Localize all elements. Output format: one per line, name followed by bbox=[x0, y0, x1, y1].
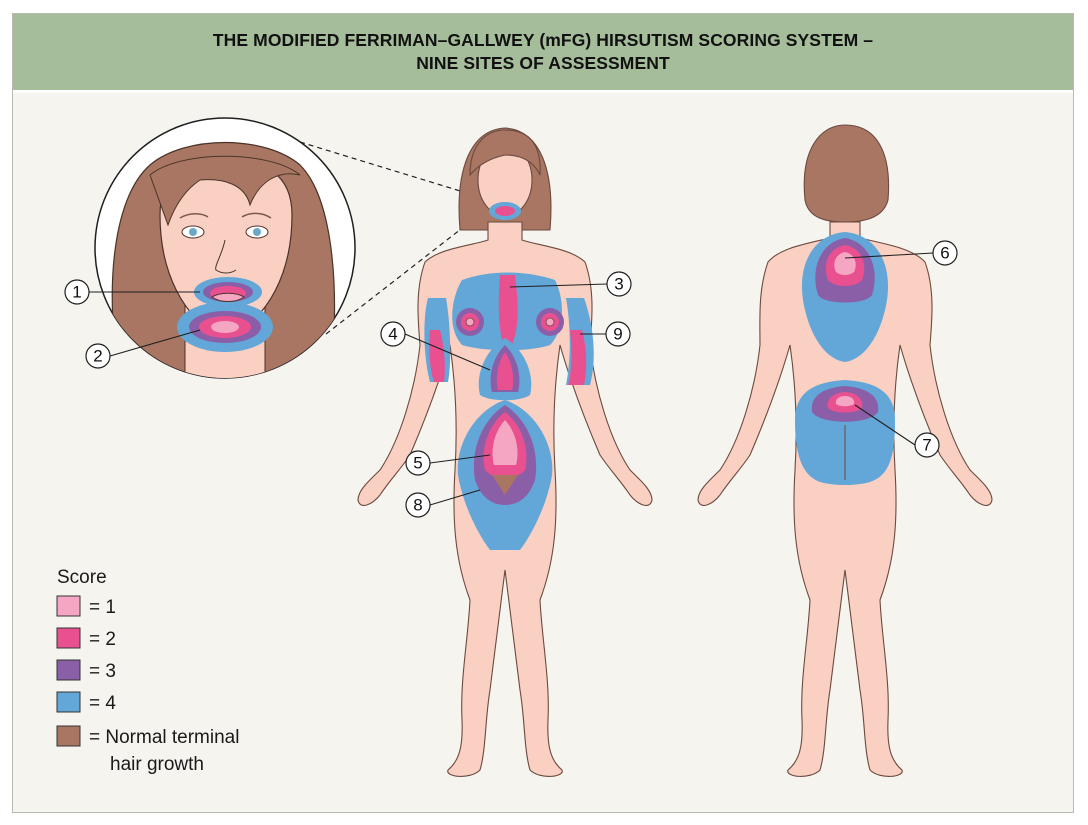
site-marker-5: 5 bbox=[405, 450, 431, 476]
site-marker-9: 9 bbox=[605, 321, 631, 347]
svg-text:= Normal terminal: = Normal terminal bbox=[89, 727, 239, 748]
zoom-line-bottom bbox=[325, 221, 471, 335]
site-marker-1: 1 bbox=[64, 279, 90, 305]
site-marker-4: 4 bbox=[380, 321, 406, 347]
legend-item-normal-hair: = Normal terminal hair growth bbox=[56, 725, 239, 775]
title-line-2: NINE SITES OF ASSESSMENT bbox=[416, 53, 670, 73]
site-marker-8: 8 bbox=[405, 492, 431, 518]
site-marker-3: 3 bbox=[606, 271, 632, 297]
svg-text:3: 3 bbox=[614, 275, 623, 294]
svg-text:5: 5 bbox=[413, 454, 422, 473]
svg-text:7: 7 bbox=[922, 436, 931, 455]
svg-text:6: 6 bbox=[940, 244, 949, 263]
front-body-figure bbox=[357, 127, 653, 777]
svg-text:2: 2 bbox=[93, 347, 102, 366]
svg-text:1: 1 bbox=[72, 283, 81, 302]
site-marker-2: 2 bbox=[85, 343, 111, 369]
svg-text:4: 4 bbox=[388, 325, 397, 344]
legend-item-4: = 4 bbox=[56, 691, 116, 714]
legend-item-3: = 3 bbox=[56, 659, 116, 682]
title-banner: THE MODIFIED FERRIMAN–GALLWEY (mFG) HIRS… bbox=[13, 14, 1073, 93]
face-zoom-inset bbox=[94, 117, 356, 379]
zoom-line-top bbox=[299, 141, 471, 195]
svg-text:= 2: = 2 bbox=[89, 629, 116, 650]
svg-text:= 4: = 4 bbox=[89, 693, 116, 714]
legend-item-1: = 1 bbox=[56, 595, 116, 618]
score-legend: Score = 1 = 2 = 3 = 4 = Normal terminal … bbox=[56, 567, 239, 775]
site-marker-7: 7 bbox=[914, 432, 940, 458]
legend-item-2: = 2 bbox=[56, 627, 116, 650]
site-marker-6: 6 bbox=[932, 240, 958, 266]
title-line-1: THE MODIFIED FERRIMAN–GALLWEY (mFG) HIRS… bbox=[212, 30, 874, 50]
callout-lines bbox=[89, 252, 934, 506]
svg-text:8: 8 bbox=[413, 496, 422, 515]
legend-title: Score bbox=[57, 567, 107, 588]
svg-text:hair growth: hair growth bbox=[110, 754, 204, 775]
back-body-figure bbox=[697, 124, 993, 777]
svg-text:= 3: = 3 bbox=[89, 661, 116, 682]
svg-text:9: 9 bbox=[613, 325, 622, 344]
svg-text:= 1: = 1 bbox=[89, 597, 116, 618]
